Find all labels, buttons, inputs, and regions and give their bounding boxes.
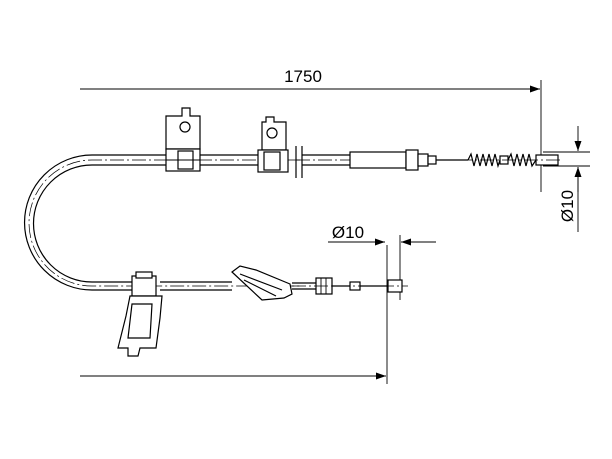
overall-length-label: 1750 (284, 67, 322, 86)
mounting-bracket-right (257, 116, 289, 173)
return-spring (436, 152, 560, 169)
right-diameter-label: Ø10 (558, 190, 577, 222)
cable-guide-wedge (231, 265, 293, 301)
lower-cable-clip (131, 271, 157, 297)
length-break-marks (295, 146, 350, 178)
mounting-bracket-left (165, 107, 201, 172)
right-end-diameter-dimension: Ø10 (543, 126, 590, 232)
cable-left-end-fitting (292, 277, 408, 295)
bottom-length-dimension-line (80, 245, 388, 384)
left-diameter-label: Ø10 (332, 223, 364, 242)
cable-sheath (23, 154, 300, 291)
grip-bracket (117, 295, 163, 357)
overall-length-dimension: 1750 (80, 67, 542, 192)
left-end-diameter-dimension: Ø10 (328, 223, 436, 300)
